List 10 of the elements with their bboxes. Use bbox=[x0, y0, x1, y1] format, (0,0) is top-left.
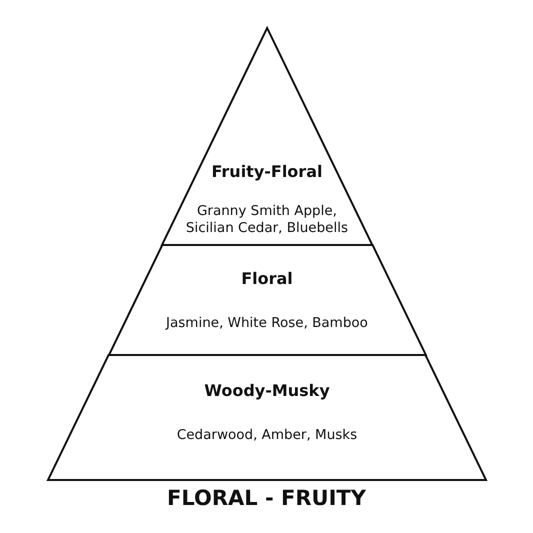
ingredient-list: Granny Smith Apple, Sicilian Cedar, Bluebells bbox=[178, 203, 355, 237]
pyramid-tier bbox=[108, 245, 426, 355]
tier-heading: Woody-Musky bbox=[203, 381, 331, 400]
pyramid-tier bbox=[48, 355, 486, 480]
ingredient-list: Cedarwood, Amber, Musks bbox=[87, 427, 447, 444]
caption: FLORAL - FRUITY bbox=[166, 486, 367, 510]
tier-heading: Floral bbox=[240, 269, 294, 288]
tier-heading: Fruity-Floral bbox=[210, 162, 324, 181]
ingredient-list: Jasmine, White Rose, Bamboo bbox=[116, 315, 417, 332]
pyramid-tier bbox=[162, 28, 372, 245]
